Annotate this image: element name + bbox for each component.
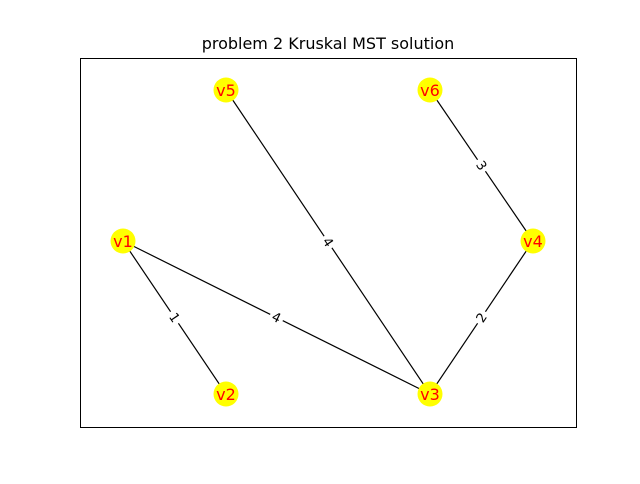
- node-v1: [110, 228, 136, 254]
- edge-weight-label-background: [266, 307, 287, 328]
- edge-weight-label-background: [470, 155, 493, 176]
- nodes-layer: v1 v2 v3 v4 v5 v6: [110, 77, 546, 407]
- node-label-v1: v1: [113, 232, 133, 251]
- node-v6: [417, 77, 443, 103]
- edge-weight-label-background: [317, 231, 339, 253]
- edge-labels-layer: 1 4 4 2 3: [163, 155, 493, 328]
- edge-weight-label-group: 4: [317, 231, 339, 253]
- node-label-v2: v2: [216, 385, 236, 404]
- node-label-v3: v3: [420, 385, 440, 404]
- node-v5: [213, 77, 239, 103]
- diagram-title: problem 2 Kruskal MST solution: [202, 34, 455, 53]
- edge-weight-label-group: 4: [266, 307, 287, 328]
- edge-weight-label-background: [470, 307, 493, 328]
- node-label-v5: v5: [216, 81, 236, 100]
- edge-weight-label-group: 2: [470, 307, 493, 328]
- edge-weight-label-group: 1: [163, 307, 186, 328]
- edge-weight-label-group: 3: [470, 155, 493, 176]
- plot-frame: [80, 58, 577, 428]
- node-v2: [213, 381, 239, 407]
- node-v4: [520, 228, 546, 254]
- node-label-v4: v4: [523, 232, 543, 251]
- node-v3: [417, 381, 443, 407]
- edge-weight-label-background: [163, 307, 186, 328]
- node-label-v6: v6: [420, 81, 440, 100]
